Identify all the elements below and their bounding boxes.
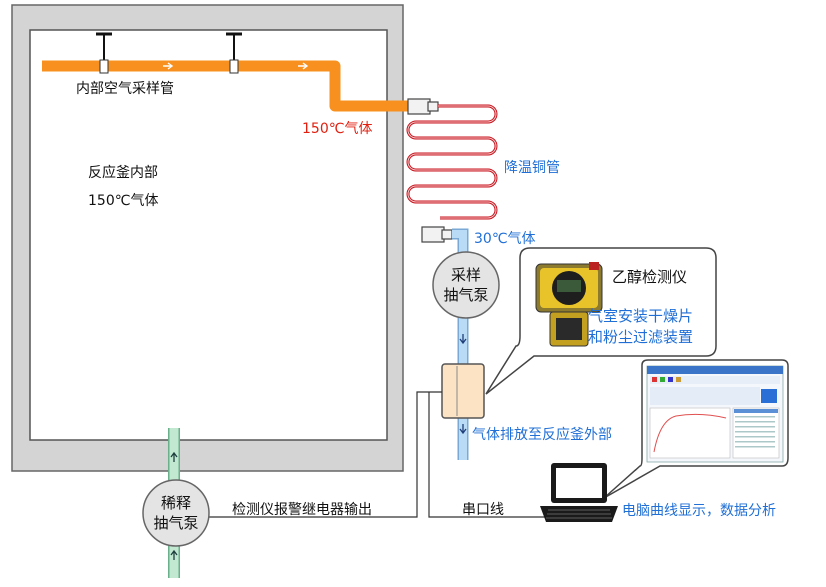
internal-sampling-pipe (42, 32, 439, 115)
pc-display-label: 电脑曲线显示，数据分析 (622, 503, 776, 519)
reactor-vessel (11, 4, 404, 472)
copper-coil-label: 降温铜管 (504, 160, 560, 176)
detector-name-label: 乙醇检测仪 (612, 268, 688, 286)
laptop-icon (540, 463, 618, 522)
chamber-note-line1: 气室安装干燥片 (588, 307, 694, 325)
dilution-pump-label: 稀释 抽气泵 (146, 493, 206, 533)
coil-outlet-connector (421, 226, 453, 243)
sampling-pump (432, 251, 500, 319)
sampling-pump-line2: 抽气泵 (443, 286, 489, 304)
sampling-pipe-label: 内部空气采样管 (76, 81, 174, 97)
serial-line-label: 串口线 (462, 502, 504, 518)
gas-chamber (441, 363, 485, 419)
flow-arrow-icon (459, 334, 467, 435)
detector-device-icon (535, 262, 603, 347)
sampling-pump-line1: 采样 (450, 266, 481, 284)
reactor-temp-label: 150℃气体 (88, 193, 159, 209)
flow-arrow-icon (170, 451, 178, 560)
chamber-note-line2: 和粉尘过滤装置 (588, 328, 694, 346)
sampling-pump-label: 采样 抽气泵 (436, 265, 496, 305)
cool-gas-label: 30℃气体 (474, 231, 536, 247)
hot-gas-label: 150℃气体 (302, 121, 373, 137)
dilution-pump (142, 479, 210, 547)
dilution-pump-line2: 抽气泵 (153, 514, 199, 532)
software-screenshot-icon (646, 365, 784, 463)
exhaust-label: 气体排放至反应釜外部 (472, 427, 612, 443)
flow-arrow-icon (163, 62, 309, 70)
dilution-pump-line1: 稀释 (160, 494, 191, 512)
relay-output-label: 检测仪报警继电器输出 (232, 502, 372, 518)
reactor-inside-label: 反应釜内部 (88, 165, 158, 181)
cooling-copper-coil (406, 104, 498, 220)
signal-wires (200, 391, 545, 518)
